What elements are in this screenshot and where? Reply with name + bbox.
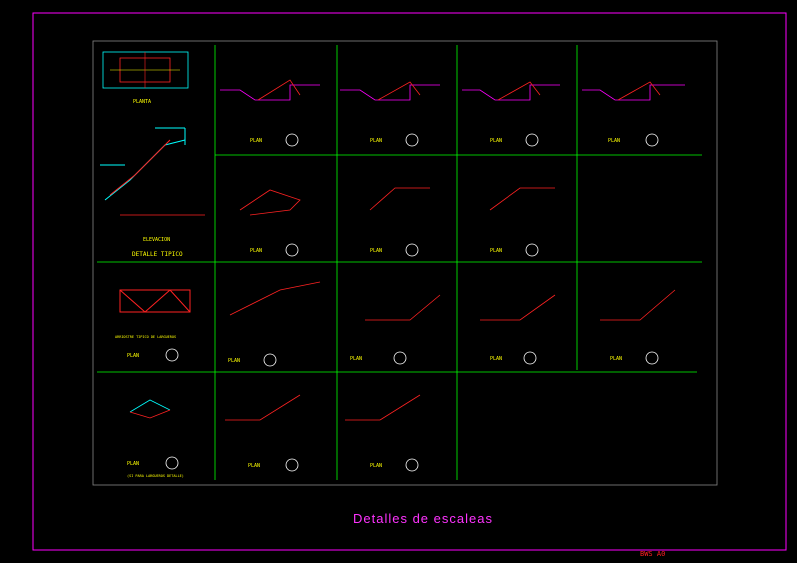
plan-label: PLAN — [248, 463, 260, 469]
elevacion-label: ELEVACION — [143, 237, 170, 243]
plan-label: PLAN — [490, 356, 502, 362]
planta-detail — [102, 51, 189, 89]
plan-label: PLAN — [608, 138, 620, 144]
truss-note: ARRIOSTRE TIPICO DE LARGUEROS — [115, 335, 176, 339]
plan-label: PLAN — [370, 138, 382, 144]
cell-note: (SI PARA LARGUEROS DETALLE) — [127, 474, 184, 478]
plan-labels: PLAN PLAN PLAN PLAN PLAN PLAN PLAN PLAN … — [127, 138, 622, 469]
elevacion-detail — [100, 127, 205, 216]
plan-label: PLAN — [610, 356, 622, 362]
plan-label: PLAN — [370, 248, 382, 254]
section-symbols — [129, 79, 685, 421]
plan-label: PLAN — [250, 138, 262, 144]
plan-label: PLAN — [228, 358, 240, 364]
sheet-title: Detalles de escaleas — [353, 511, 493, 526]
plan-label: PLAN — [490, 138, 502, 144]
plan-label: PLAN — [490, 248, 502, 254]
detail-grid — [97, 45, 702, 480]
section-circles — [165, 133, 659, 472]
plan-label: PLAN — [370, 463, 382, 469]
plan-label: PLAN — [127, 353, 139, 359]
plan-label: PLAN — [250, 248, 262, 254]
drawing-border — [92, 40, 718, 486]
detalle-tipico-label: DETALLE TIPICO — [132, 251, 183, 258]
drawing-code: BWS A0 — [640, 550, 666, 558]
planta-label: PLANTA — [133, 99, 151, 105]
truss-detail — [119, 289, 191, 313]
plan-label: PLAN — [127, 461, 139, 467]
plan-label: PLAN — [350, 356, 362, 362]
sheet-frame — [32, 12, 787, 551]
